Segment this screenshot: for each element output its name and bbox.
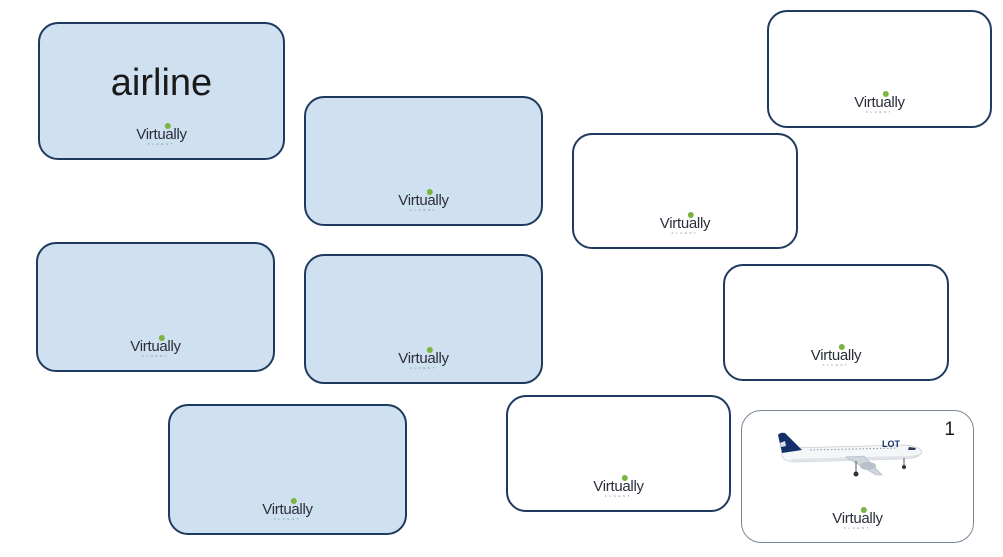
virtually-fluent-logo: Virtually FLUENT <box>398 189 449 212</box>
logo-dot-icon <box>838 344 845 350</box>
virtually-fluent-logo: Virtually FLUENT <box>854 91 905 114</box>
virtually-fluent-logo: Virtually FLUENT <box>811 344 861 367</box>
logo-dot-icon <box>687 212 694 218</box>
airplane-image: LOT <box>778 432 923 477</box>
logo-dot-icon <box>164 123 171 129</box>
logo-dot-icon <box>290 498 297 504</box>
card-word: airline <box>110 62 213 104</box>
logo-dot-icon <box>426 189 433 195</box>
memory-card[interactable]: Virtually FLUENT <box>506 395 731 512</box>
logo-dot-icon <box>882 91 889 97</box>
virtually-fluent-logo: Virtually FLUENT <box>660 212 710 235</box>
logo-dot-icon <box>860 507 867 513</box>
memory-card[interactable]: Virtually FLUENT <box>168 404 407 535</box>
memory-card[interactable]: Virtually FLUENT <box>304 254 543 384</box>
memory-card-airplane[interactable]: 1 LOT Virtually FLUENT <box>741 410 974 543</box>
memory-card[interactable]: Virtually FLUENT <box>572 133 798 249</box>
virtually-fluent-logo: Virtually FLUENT <box>832 507 883 530</box>
virtually-fluent-logo: Virtually FLUENT <box>262 498 313 521</box>
virtually-fluent-logo: Virtually FLUENT <box>130 335 181 358</box>
virtually-fluent-logo: Virtually FLUENT <box>398 347 449 370</box>
memory-card[interactable]: Virtually FLUENT <box>767 10 992 128</box>
logo-dot-icon <box>426 347 433 353</box>
card-number: 1 <box>944 419 955 440</box>
virtually-fluent-logo: Virtually FLUENT <box>593 475 644 498</box>
memory-card[interactable]: Virtually FLUENT <box>304 96 543 226</box>
logo-dot-icon <box>158 335 165 341</box>
virtually-fluent-logo: Virtually FLUENT <box>136 123 187 146</box>
logo-dot-icon <box>621 475 628 481</box>
livery-text: LOT <box>882 439 900 449</box>
memory-card[interactable]: Virtually FLUENT <box>36 242 275 372</box>
memory-card-airline[interactable]: airline Virtually FLUENT <box>38 22 285 160</box>
memory-card[interactable]: Virtually FLUENT <box>723 264 949 381</box>
